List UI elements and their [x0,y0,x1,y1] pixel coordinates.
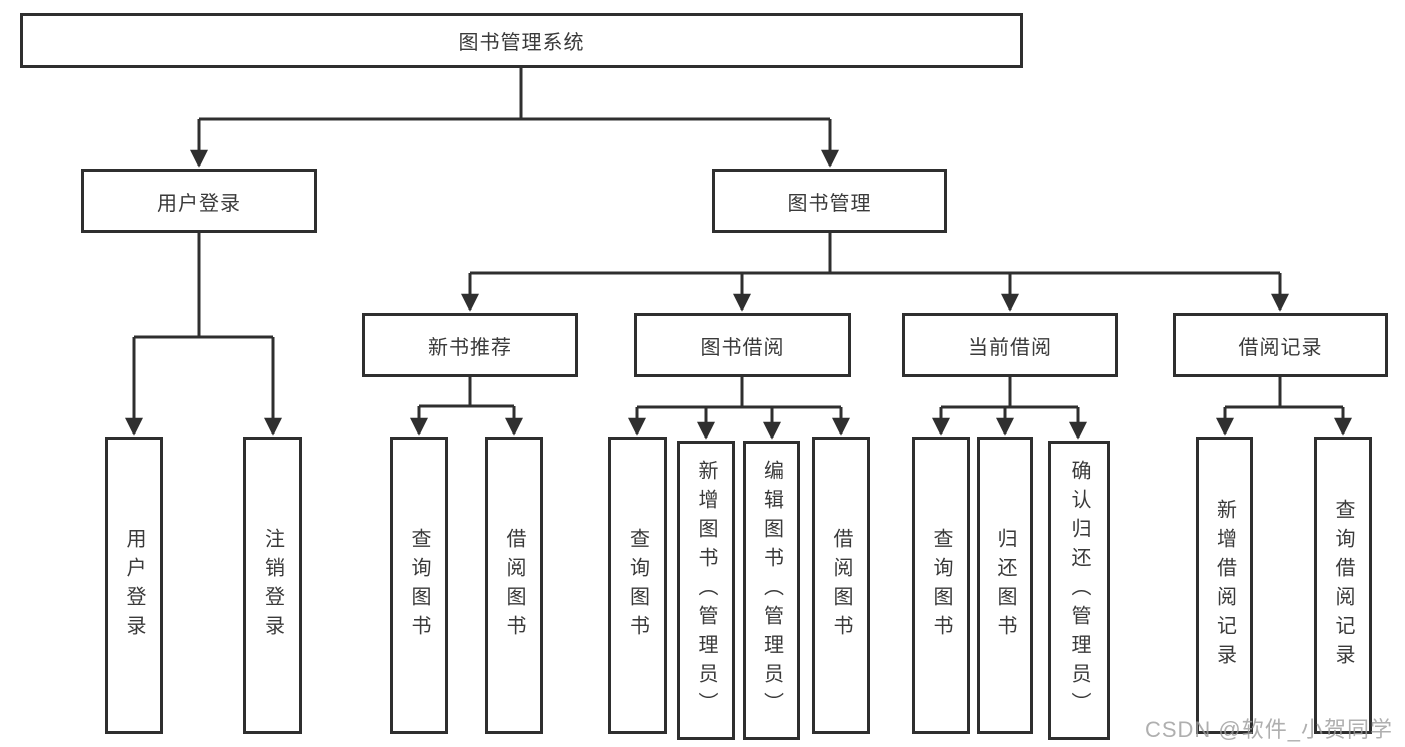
leaf-edit-books-admin: 编辑图书（管理员） [743,441,800,740]
leaf-query-books-recommend: 查询图书 [390,437,448,734]
leaf-label: 新增借阅记录 [1213,498,1236,673]
leaf-label: 查询借阅记录 [1332,498,1354,673]
node-book-management: 图书管理 [712,169,947,233]
leaf-label: 查询图书 [930,527,952,644]
connector-records-split [1225,377,1343,409]
leaf-confirm-return-admin: 确认归还（管理员） [1048,441,1110,740]
node-root-system: 图书管理系统 [20,13,1023,68]
leaf-query-books-current: 查询图书 [912,437,970,734]
connector-bookmgmt-split [470,233,1280,275]
csdn-watermark: CSDN @软件_小贺同学 [1144,717,1393,742]
leaf-label: 借阅图书 [503,527,525,644]
connector-borrow-split [637,377,841,409]
leaf-logout: 注销登录 [243,437,302,734]
connector-newbook-split [419,377,514,408]
leaf-label: 新增图书（管理员） [695,460,717,721]
leaf-label: 归还图书 [994,527,1016,644]
node-label: 用户登录 [157,192,241,215]
node-label: 图书借阅 [700,336,785,359]
leaf-return-books: 归还图书 [977,437,1033,734]
node-new-book-recommend: 新书推荐 [362,313,578,377]
leaf-query-borrow-record: 查询借阅记录 [1314,437,1372,734]
leaf-add-books-admin: 新增图书（管理员） [677,441,735,740]
node-root-label: 图书管理系统 [458,32,585,54]
leaf-add-borrow-record: 新增借阅记录 [1196,437,1253,734]
connector-userlogin-split [134,233,273,339]
leaf-query-books-borrow: 查询图书 [608,437,667,734]
leaf-user-login: 用户登录 [105,437,163,734]
node-label: 当前借阅 [968,336,1052,359]
node-label: 新书推荐 [428,336,512,359]
leaf-label: 注销登录 [261,527,284,644]
connector-current-split [941,377,1078,409]
leaf-label: 确认归还（管理员） [1068,460,1090,721]
leaf-label: 借阅图书 [830,527,852,644]
leaf-borrow-books-recommend: 借阅图书 [485,437,543,734]
leaf-label: 用户登录 [123,527,145,644]
node-label: 图书管理 [787,192,872,215]
connector-root-split [199,68,830,121]
node-book-borrowing: 图书借阅 [634,313,851,377]
leaf-label: 编辑图书（管理员） [760,460,783,721]
leaf-label: 查询图书 [626,527,649,644]
leaf-borrow-books: 借阅图书 [812,437,870,734]
node-current-borrowing: 当前借阅 [902,313,1118,377]
node-label: 借阅记录 [1238,336,1323,359]
leaf-label: 查询图书 [408,527,430,644]
node-user-login: 用户登录 [81,169,317,233]
node-borrow-records: 借阅记录 [1173,313,1388,377]
